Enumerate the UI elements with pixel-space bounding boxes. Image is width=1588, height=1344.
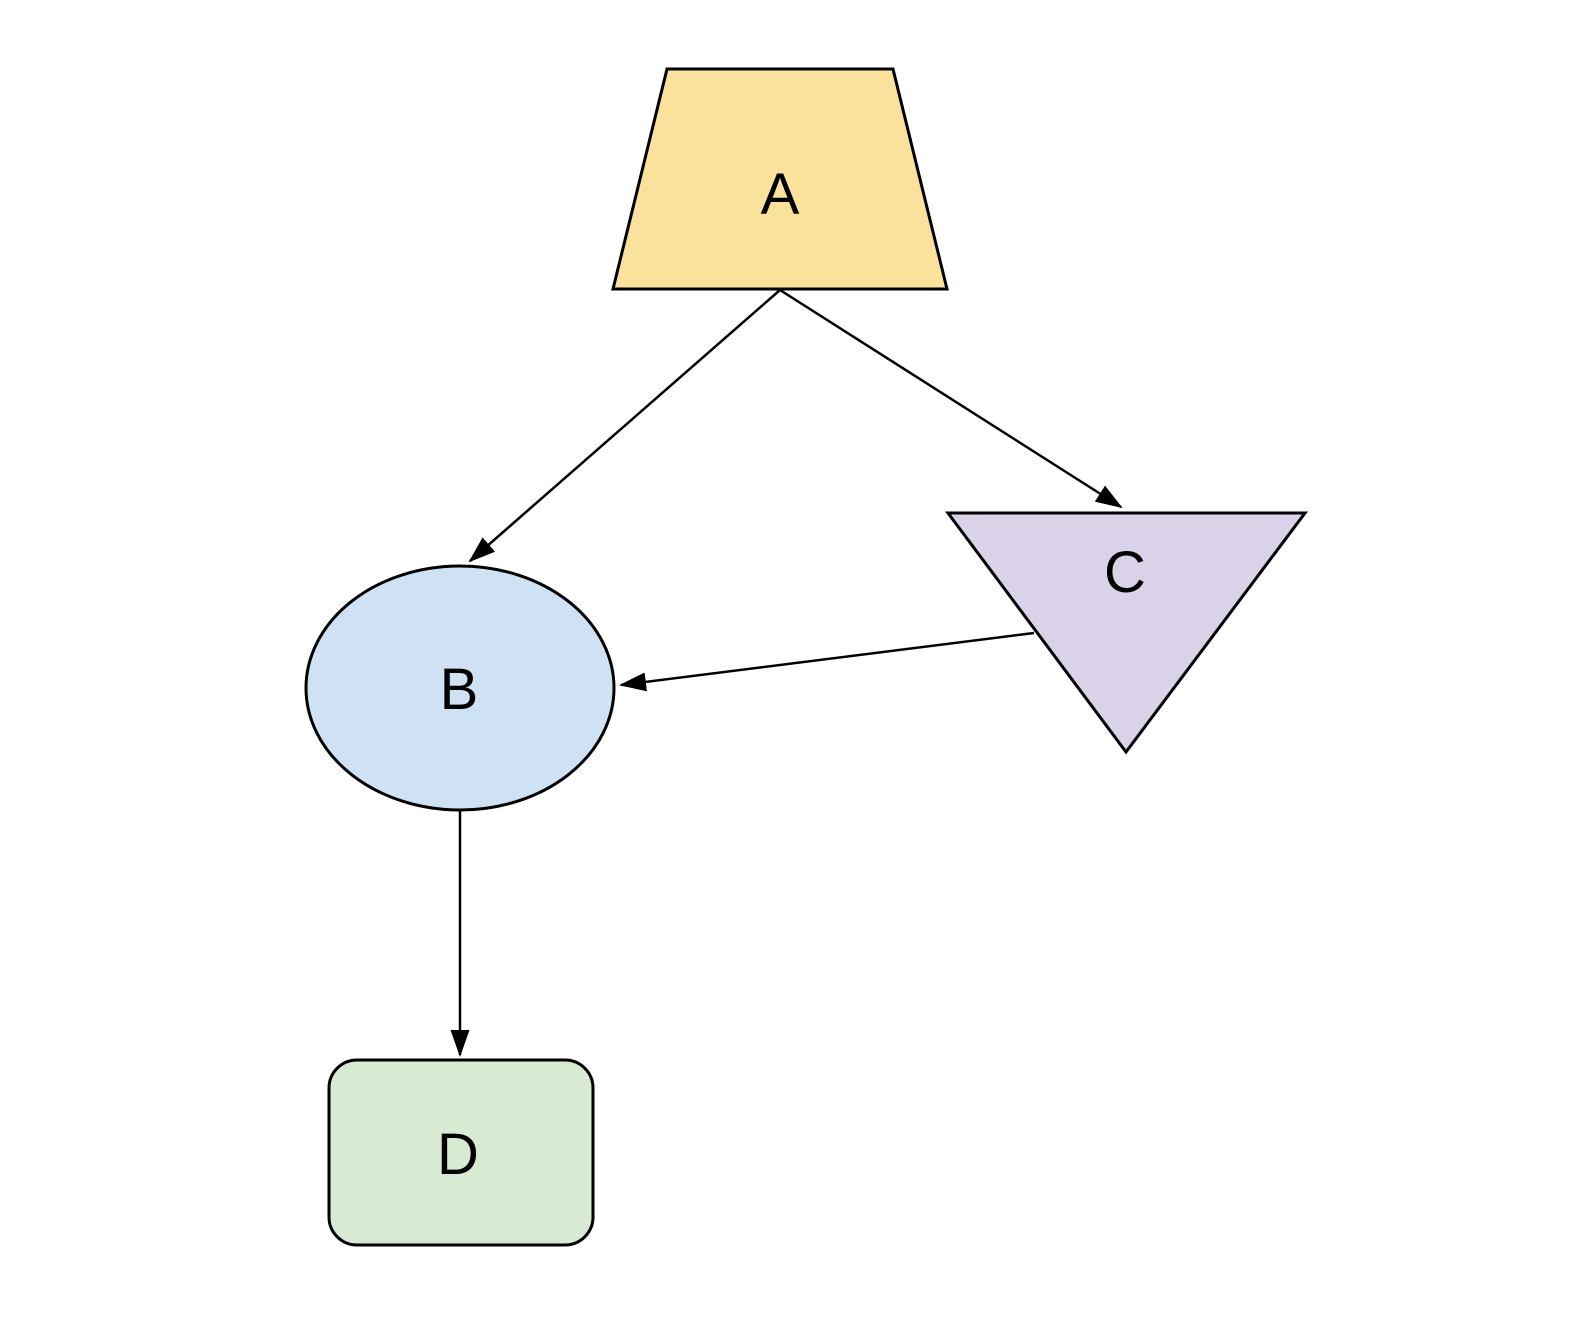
node-label-B: B (440, 657, 479, 722)
node-label-A: A (761, 162, 800, 227)
rounded-rect-shape-D (327, 1058, 595, 1247)
node-A: A (611, 67, 949, 291)
ellipse-shape-B (304, 564, 616, 812)
edge-C-to-B (619, 631, 1035, 692)
trapezoid-shape-A (611, 67, 949, 291)
edges-layer (450, 288, 1123, 1057)
triangle-shape-C (945, 511, 1308, 755)
edge-A-to-B (468, 289, 781, 563)
node-label-D: D (437, 1122, 479, 1187)
node-C: C (945, 511, 1308, 755)
edge-A-to-C (779, 288, 1123, 509)
nodes-layer: A B C D (304, 67, 1308, 1247)
node-B: B (304, 564, 616, 812)
node-D: D (327, 1058, 595, 1247)
node-label-C: C (1104, 540, 1146, 605)
